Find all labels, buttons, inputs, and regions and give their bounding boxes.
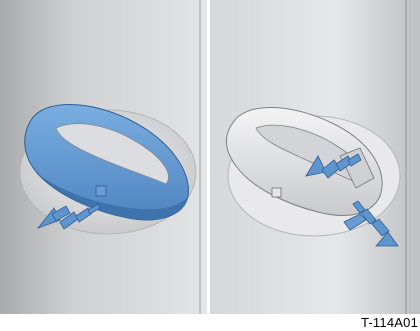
illustration-panel-handle-pull [0,0,207,314]
key-cylinder-mark [272,188,281,197]
illustration-panel-cover-removal [210,0,420,314]
figure-code-label: T-114A01 [361,315,418,330]
key-cylinder-mark [96,186,106,196]
